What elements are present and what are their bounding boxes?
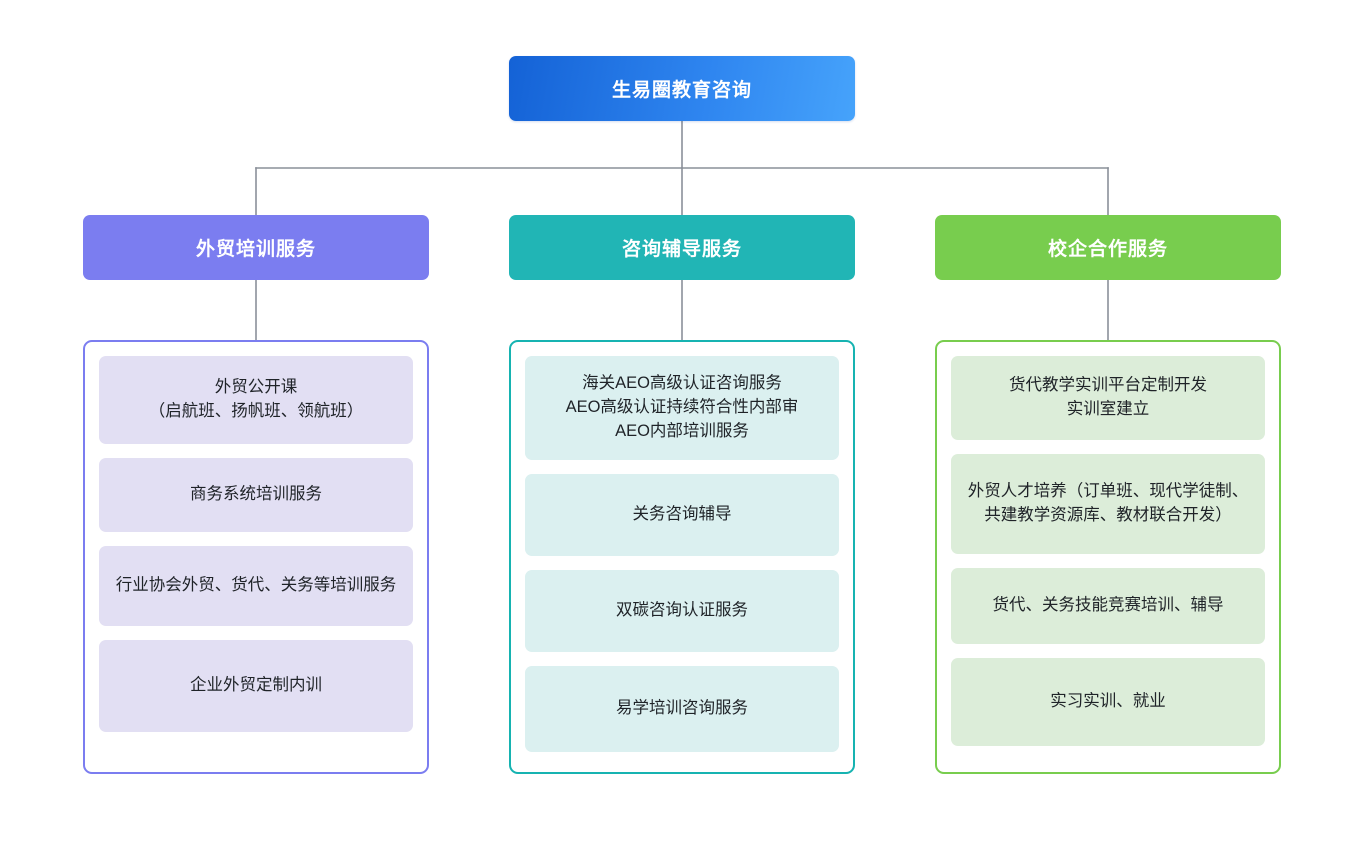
items-panel-0: 外贸公开课 （启航班、扬帆班、领航班） 商务系统培训服务 行业协会外贸、货代、关… xyxy=(83,340,429,774)
branch-column-1: 咨询辅导服务 海关AEO高级认证咨询服务 AEO高级认证持续符合性内部审 AEO… xyxy=(509,215,855,774)
category-header-label-1: 咨询辅导服务 xyxy=(621,239,742,260)
service-card[interactable]: 商务系统培训服务 xyxy=(99,458,413,532)
service-card-label: 易学培训咨询服务 xyxy=(616,699,748,718)
service-card-label: 关务咨询辅导 xyxy=(632,505,732,524)
items-panel-1: 海关AEO高级认证咨询服务 AEO高级认证持续符合性内部审 AEO内部培训服务 … xyxy=(509,340,855,774)
category-header-1[interactable]: 咨询辅导服务 xyxy=(509,215,855,280)
service-card[interactable]: 海关AEO高级认证咨询服务 AEO高级认证持续符合性内部审 AEO内部培训服务 xyxy=(525,356,839,460)
service-card-label: 商务系统培训服务 xyxy=(190,485,322,504)
category-header-label-2: 校企合作服务 xyxy=(1047,239,1168,260)
service-card[interactable]: 外贸公开课 （启航班、扬帆班、领航班） xyxy=(99,356,413,444)
root-node[interactable]: 生易圈教育咨询 xyxy=(509,56,855,121)
service-card-label: 双碳咨询认证服务 xyxy=(616,601,748,620)
category-header-label-0: 外贸培训服务 xyxy=(195,239,316,260)
service-card[interactable]: 实习实训、就业 xyxy=(951,658,1265,746)
service-card[interactable]: 行业协会外贸、货代、关务等培训服务 xyxy=(99,546,413,626)
branch-column-2: 校企合作服务 货代教学实训平台定制开发 实训室建立 外贸人才培养（订单班、现代学… xyxy=(935,215,1281,774)
service-card-label: 外贸公开课 （启航班、扬帆班、领航班） xyxy=(148,378,364,420)
service-card[interactable]: 货代教学实训平台定制开发 实训室建立 xyxy=(951,356,1265,440)
service-card[interactable]: 关务咨询辅导 xyxy=(525,474,839,556)
items-panel-2: 货代教学实训平台定制开发 实训室建立 外贸人才培养（订单班、现代学徒制、共建教学… xyxy=(935,340,1281,774)
root-node-label: 生易圈教育咨询 xyxy=(611,80,752,101)
service-card-label: 行业协会外贸、货代、关务等培训服务 xyxy=(115,576,397,595)
category-header-0[interactable]: 外贸培训服务 xyxy=(83,215,429,280)
service-card-label: 货代教学实训平台定制开发 实训室建立 xyxy=(1009,376,1207,418)
category-header-2[interactable]: 校企合作服务 xyxy=(935,215,1281,280)
service-card-label: 海关AEO高级认证咨询服务 AEO高级认证持续符合性内部审 AEO内部培训服务 xyxy=(565,374,799,440)
service-card-label: 货代、关务技能竞赛培训、辅导 xyxy=(992,596,1224,615)
branch-column-0: 外贸培训服务 外贸公开课 （启航班、扬帆班、领航班） 商务系统培训服务 行业协会… xyxy=(83,215,429,774)
service-card[interactable]: 货代、关务技能竞赛培训、辅导 xyxy=(951,568,1265,644)
service-card-label: 企业外贸定制内训 xyxy=(190,676,322,695)
service-card[interactable]: 外贸人才培养（订单班、现代学徒制、共建教学资源库、教材联合开发） xyxy=(951,454,1265,554)
service-card-label: 实习实训、就业 xyxy=(1050,692,1166,711)
service-card-label: 外贸人才培养（订单班、现代学徒制、共建教学资源库、教材联合开发） xyxy=(967,482,1249,524)
service-card[interactable]: 双碳咨询认证服务 xyxy=(525,570,839,652)
service-card[interactable]: 易学培训咨询服务 xyxy=(525,666,839,752)
service-card[interactable]: 企业外贸定制内训 xyxy=(99,640,413,732)
